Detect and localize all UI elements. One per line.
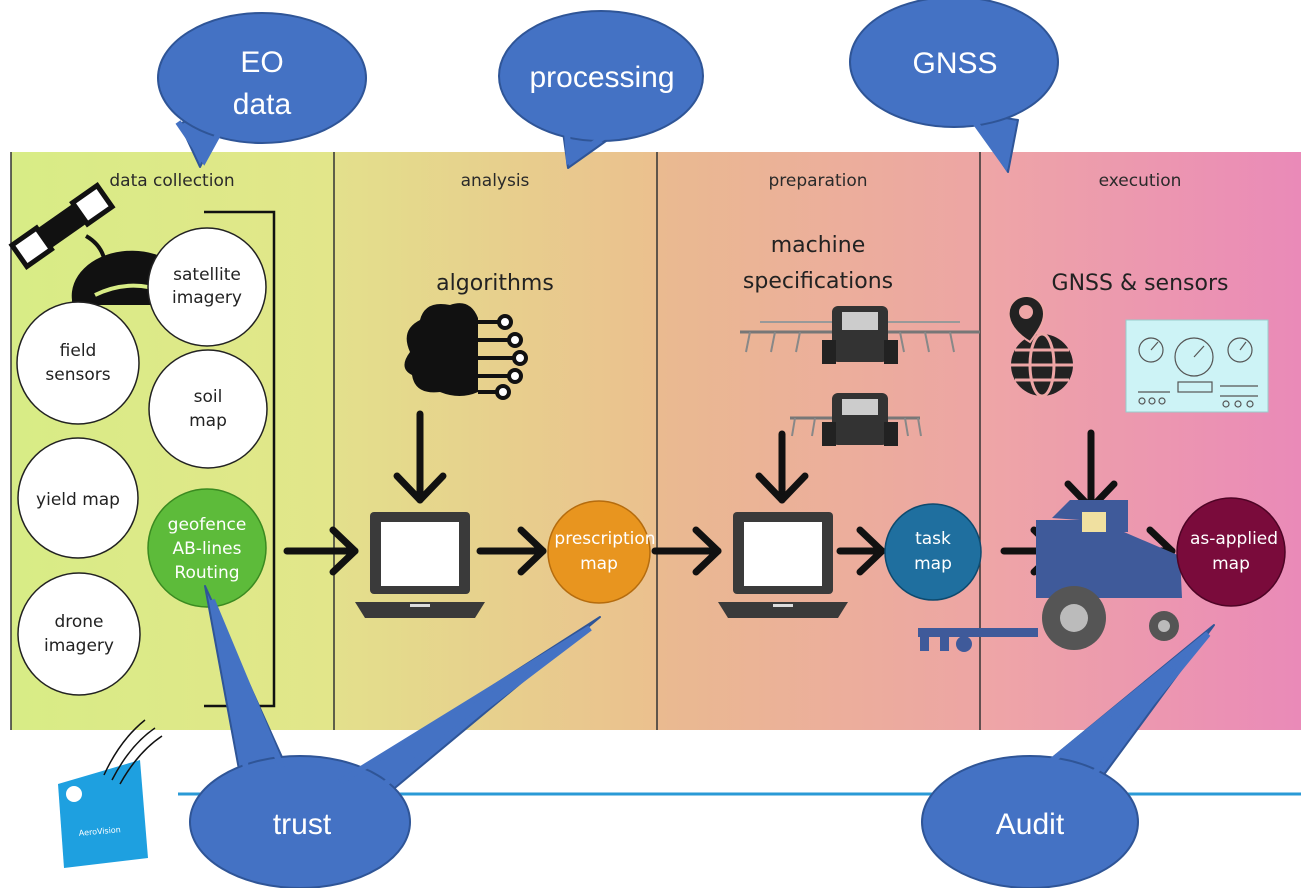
svg-text:map: map (1212, 554, 1250, 574)
heading-algorithms: algorithms (436, 271, 554, 296)
svg-text:imagery: imagery (44, 636, 114, 656)
svg-text:drone: drone (54, 612, 103, 632)
svg-text:imagery: imagery (172, 288, 242, 308)
svg-text:prescription: prescription (554, 529, 655, 549)
callout-gnss: GNSS (849, 0, 1059, 173)
svg-text:AeroVision: AeroVision (78, 825, 121, 838)
svg-text:map: map (580, 554, 618, 574)
callout-processing: processing (498, 10, 704, 169)
svg-text:soil: soil (194, 387, 223, 407)
input-geofence: geofence AB-lines Routing (147, 488, 267, 608)
heading-machine: machine (771, 233, 866, 258)
svg-text:satellite: satellite (173, 265, 241, 285)
svg-text:AB-lines: AB-lines (173, 539, 242, 559)
brain-circuit-icon (404, 303, 528, 400)
phase-panel-analysis (334, 152, 657, 730)
phase-title-preparation: preparation (768, 171, 867, 191)
output-as-applied-map: as-applied map (1176, 497, 1286, 607)
svg-text:Audit: Audit (996, 808, 1065, 841)
svg-text:task: task (915, 529, 951, 549)
input-drone-imagery: drone imagery (17, 572, 141, 696)
svg-text:trust: trust (273, 808, 332, 841)
svg-text:as-applied: as-applied (1190, 529, 1278, 549)
svg-text:EO: EO (240, 46, 283, 79)
svg-text:processing: processing (529, 61, 674, 94)
input-satellite-imagery: satellite imagery (147, 227, 267, 347)
svg-text:field: field (60, 341, 97, 361)
output-task-map: task map (884, 503, 982, 601)
heading-specifications: specifications (743, 269, 893, 294)
signal-icon (84, 234, 106, 259)
down-arrows (393, 410, 1118, 512)
phase-title-execution: execution (1099, 171, 1182, 191)
svg-text:GNSS: GNSS (912, 47, 997, 80)
laptop-icon-analysis (355, 512, 485, 618)
sensor-panel-icon (1125, 319, 1269, 413)
location-globe-icon (1007, 295, 1073, 398)
sprayer-small-icon (790, 393, 922, 446)
output-prescription-map: prescription map (547, 500, 656, 604)
callout-trust: trust (189, 585, 601, 888)
input-soil-map: soil map (148, 349, 268, 469)
aerovision-logo: AeroVision (58, 719, 163, 868)
phase-title-data-collection: data collection (109, 171, 234, 191)
satellite-icon (8, 182, 116, 270)
tractor-icon (918, 500, 1182, 652)
callout-audit: Audit (921, 624, 1215, 888)
sprayer-large-icon (740, 306, 980, 364)
input-field-sensors: field sensors (16, 301, 140, 425)
svg-text:sensors: sensors (45, 365, 110, 385)
svg-text:map: map (914, 554, 952, 574)
phase-panel-execution (980, 152, 1301, 730)
svg-text:Routing: Routing (174, 563, 239, 583)
input-yield-map: yield map (17, 437, 139, 559)
laptop-icon-preparation (718, 512, 848, 618)
svg-text:data: data (233, 88, 292, 121)
phase-title-analysis: analysis (461, 171, 530, 191)
heading-gnss-sensors: GNSS & sensors (1052, 271, 1229, 296)
svg-text:map: map (189, 411, 227, 431)
svg-text:yield map: yield map (36, 490, 120, 510)
svg-text:geofence: geofence (168, 515, 247, 535)
callout-eo-data: EO data (157, 12, 367, 168)
